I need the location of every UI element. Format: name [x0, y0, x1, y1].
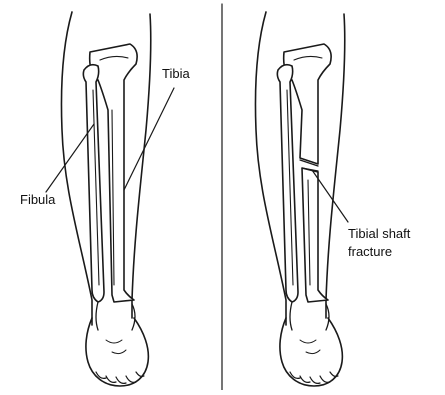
fracture-label-line1: Tibial shaft [348, 226, 411, 241]
fibula-bone [83, 65, 104, 302]
leg-outline-left [61, 12, 92, 325]
foot-right [280, 318, 342, 386]
foot-left [86, 318, 148, 386]
normal-leg [61, 12, 150, 386]
leg-outline-left [255, 12, 286, 325]
fibula-label-group: Fibula [20, 124, 94, 207]
fibula-label: Fibula [20, 192, 56, 207]
tibia-leader-line [124, 88, 174, 190]
ankle-outline [290, 302, 329, 330]
fibula-leader-line [46, 124, 94, 192]
tibia-label-group: Tibia [124, 66, 190, 190]
fracture-label-group: Tibial shaft fracture [312, 170, 411, 259]
tibia-label: Tibia [162, 66, 190, 81]
ankle-outline [96, 302, 135, 330]
fracture-label-line2: fracture [348, 244, 392, 259]
fibula-bone-right [277, 65, 298, 302]
